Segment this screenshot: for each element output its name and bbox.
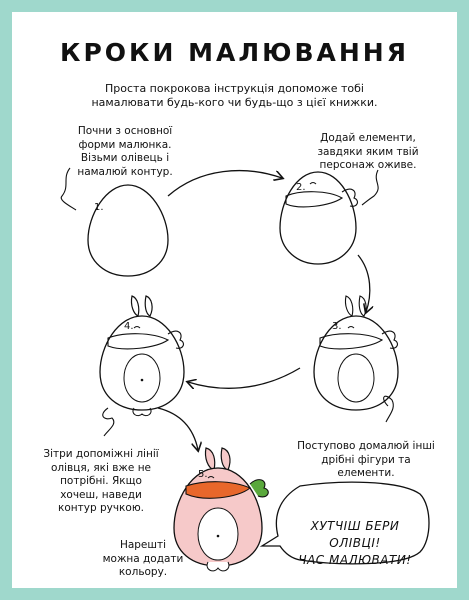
arrow-3-to-4 <box>188 367 301 388</box>
pointer-step1 <box>60 167 77 211</box>
step-3-note: Поступово домалюй інші дрібні фігури та … <box>297 440 435 479</box>
step-number-5: 5. <box>198 469 208 480</box>
step2-drawing <box>279 171 359 265</box>
arrow-1-to-2 <box>167 170 282 197</box>
step3-drawing <box>313 295 399 411</box>
pointer-step2 <box>361 169 379 206</box>
step-2-note: Додай елементи, завдяки яким твій персон… <box>317 132 419 171</box>
arrow-2-to-3 <box>357 254 370 312</box>
pointer-step4 <box>102 407 115 437</box>
illustration-canvas <box>60 167 430 572</box>
step4-drawing <box>99 295 185 417</box>
pointer-step3 <box>383 395 394 423</box>
step-1-note: Почни з основної форми малюнка. Візьми о… <box>77 125 173 178</box>
step-number-2: 2. <box>296 182 306 193</box>
speech-bubble-text: ХУТЧІШ БЕРИ ОЛІВЦІ! ЧАС МАЛЮВАТИ! <box>295 518 415 569</box>
bubble-line-2: ЧАС МАЛЮВАТИ! <box>298 553 412 567</box>
step-number-1: 1. <box>94 202 104 213</box>
step-4-note: Зітри допоміжні лінії олівця, які вже не… <box>43 448 159 514</box>
arrow-4-to-5 <box>157 407 198 450</box>
step-5-note: Нарешті можна додати кольору. <box>102 539 184 578</box>
page-title: КРОКИ МАЛЮВАННЯ <box>60 38 409 67</box>
intro-text: Проста покрокова інструкція допоможе тоб… <box>91 82 378 109</box>
bubble-line-1: ХУТЧІШ БЕРИ ОЛІВЦІ! <box>310 519 400 550</box>
step-number-3: 3. <box>332 321 342 332</box>
step5-drawing <box>173 447 269 572</box>
speech-bubble <box>259 481 430 565</box>
step-number-4: 4. <box>124 321 134 332</box>
egg-outline <box>87 184 169 277</box>
